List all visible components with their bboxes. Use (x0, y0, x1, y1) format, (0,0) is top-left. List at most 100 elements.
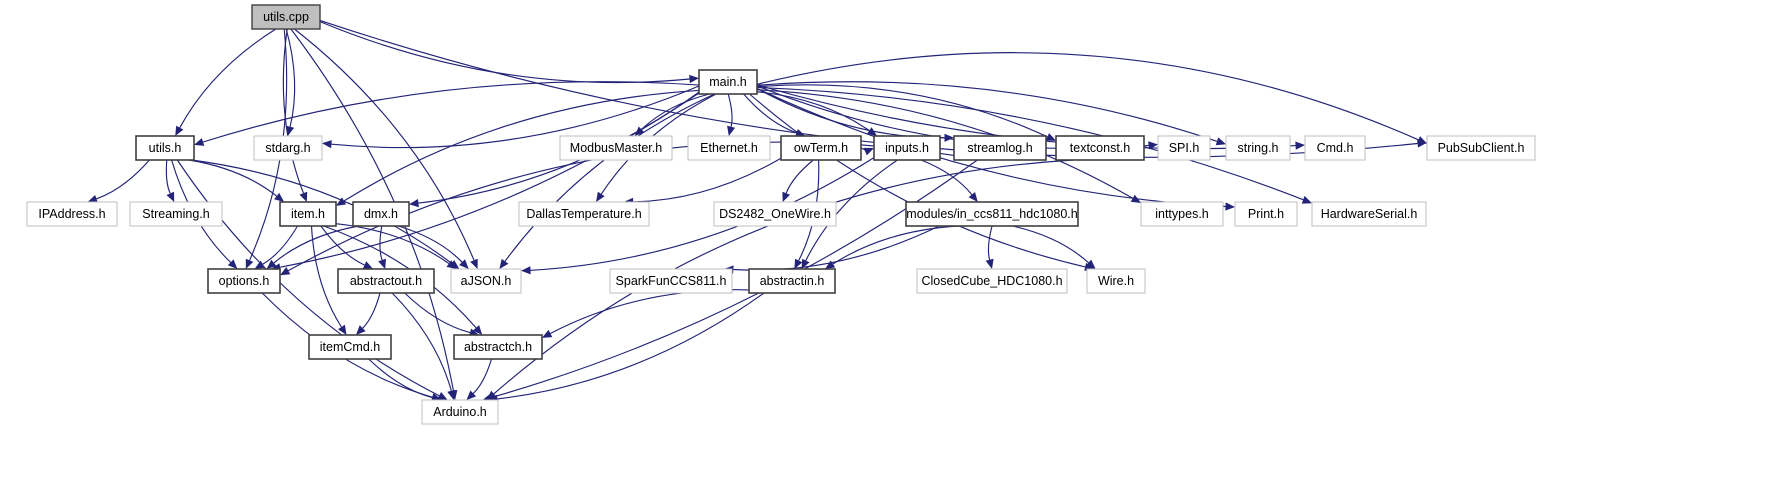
node-box[interactable] (450, 268, 522, 294)
dependency-edge (920, 159, 973, 195)
dependency-edge (641, 93, 710, 130)
graph-node-modules-ccs-h[interactable]: modules/in_ccs811_hdc1080.h (905, 201, 1079, 227)
graph-node-abstractout-h[interactable]: abstractout.h (337, 268, 435, 294)
edge-arrowhead (866, 127, 878, 136)
node-box[interactable] (253, 135, 323, 161)
edge-arrowhead (194, 138, 205, 146)
node-box[interactable] (1157, 135, 1211, 161)
dependency-edge (273, 225, 359, 264)
graph-node-dallastemp-h[interactable]: DallasTemperature.h (518, 201, 650, 227)
edge-arrowhead (1295, 141, 1305, 150)
node-box[interactable] (1055, 135, 1145, 161)
graph-node-abstractin-h[interactable]: abstractin.h (748, 268, 836, 294)
node-box[interactable] (1426, 135, 1536, 161)
edge-arrowhead (499, 258, 509, 269)
dependency-edge (343, 89, 700, 202)
node-box[interactable] (1140, 201, 1224, 227)
graph-node-print-h[interactable]: Print.h (1234, 201, 1298, 227)
graph-node-utils-cpp[interactable]: utils.cpp (251, 4, 321, 30)
node-box[interactable] (352, 201, 410, 227)
graph-node-string-h[interactable]: string.h (1225, 135, 1291, 161)
dependency-edge (285, 28, 296, 127)
graph-node-owterm-h[interactable]: owTerm.h (780, 135, 862, 161)
graph-node-main-h[interactable]: main.h (698, 69, 758, 95)
edge-arrowhead (1301, 195, 1312, 204)
node-box[interactable] (713, 201, 837, 227)
node-box[interactable] (135, 135, 195, 161)
node-box[interactable] (279, 201, 337, 227)
graph-node-pubsubclient-h[interactable]: PubSubClient.h (1426, 135, 1536, 161)
graph-node-abstractch-h[interactable]: abstractch.h (453, 334, 543, 360)
graph-node-item-h[interactable]: item.h (279, 201, 337, 227)
graph-node-streamlog-h[interactable]: streamlog.h (953, 135, 1047, 161)
node-box[interactable] (698, 69, 758, 95)
graph-node-textconst-h[interactable]: textconst.h (1055, 135, 1145, 161)
node-box[interactable] (1311, 201, 1427, 227)
dependency-edge (280, 92, 700, 268)
dependency-edge (176, 159, 440, 397)
node-box[interactable] (609, 268, 733, 294)
dependency-edge (331, 85, 700, 149)
node-box[interactable] (26, 201, 118, 227)
dependency-edge (319, 21, 690, 84)
dependency-edge (368, 358, 433, 399)
node-box[interactable] (251, 4, 321, 30)
node-box[interactable] (1086, 268, 1146, 294)
graph-node-ipaddress-h[interactable]: IPAddress.h (26, 201, 118, 227)
dependency-edge (756, 87, 1226, 208)
graph-node-ethernet-h[interactable]: Ethernet.h (687, 135, 771, 161)
edge-arrowhead (362, 261, 374, 269)
dependency-edge (391, 292, 452, 391)
node-box[interactable] (905, 201, 1079, 227)
graph-node-dmx-h[interactable]: dmx.h (352, 201, 410, 227)
graph-node-arduino-h[interactable]: Arduino.h (421, 399, 499, 425)
edge-arrowhead (944, 133, 954, 142)
node-box[interactable] (953, 135, 1047, 161)
edge-arrowhead (521, 266, 531, 275)
dependency-edge (504, 93, 715, 262)
graph-node-ajson-h[interactable]: aJSON.h (450, 268, 522, 294)
dependency-edge (633, 157, 782, 203)
dependency-edge (756, 81, 1218, 142)
edge-arrowhead (254, 260, 265, 269)
node-box[interactable] (453, 334, 543, 360)
graph-node-cmd-h[interactable]: Cmd.h (1304, 135, 1366, 161)
graph-node-stdarg-h[interactable]: stdarg.h (253, 135, 323, 161)
dependency-edge (756, 86, 1304, 201)
edge-arrowhead (1085, 259, 1096, 269)
graph-node-streaming-h[interactable]: Streaming.h (129, 201, 223, 227)
node-box[interactable] (1225, 135, 1291, 161)
edge-arrowhead (409, 199, 419, 208)
graph-node-itemcmd-h[interactable]: itemCmd.h (308, 334, 392, 360)
graph-node-inttypes-h[interactable]: inttypes.h (1140, 201, 1224, 227)
edge-arrowhead (472, 325, 483, 335)
node-box[interactable] (207, 268, 281, 294)
graph-node-hardwareserial-h[interactable]: HardwareSerial.h (1311, 201, 1427, 227)
node-box[interactable] (1304, 135, 1366, 161)
dependency-edge (743, 93, 797, 134)
node-box[interactable] (780, 135, 862, 161)
graph-node-modbusmaster-h[interactable]: ModbusMaster.h (559, 135, 673, 161)
graph-node-utils-h[interactable]: utils.h (135, 135, 195, 161)
graph-node-closedcube-h[interactable]: ClosedCube_HDC1080.h (916, 268, 1068, 294)
edge-arrowhead (1416, 136, 1427, 144)
node-box[interactable] (916, 268, 1068, 294)
node-box[interactable] (337, 268, 435, 294)
graph-node-spi-h[interactable]: SPI.h (1157, 135, 1211, 161)
edge-arrowhead (446, 260, 457, 269)
node-box[interactable] (687, 135, 771, 161)
graph-node-options-h[interactable]: options.h (207, 268, 281, 294)
edge-arrowhead (596, 191, 605, 202)
node-box[interactable] (518, 201, 650, 227)
node-box[interactable] (1234, 201, 1298, 227)
graph-node-ds2482-h[interactable]: DS2482_OneWire.h (713, 201, 837, 227)
node-box[interactable] (873, 135, 941, 161)
graph-node-inputs-h[interactable]: inputs.h (873, 135, 941, 161)
node-box[interactable] (129, 201, 223, 227)
node-box[interactable] (748, 268, 836, 294)
graph-node-wire-h[interactable]: Wire.h (1086, 268, 1146, 294)
node-box[interactable] (559, 135, 673, 161)
graph-node-sparkfunccs811-h[interactable]: SparkFunCCS811.h (609, 268, 733, 294)
node-box[interactable] (308, 334, 392, 360)
node-box[interactable] (421, 399, 499, 425)
